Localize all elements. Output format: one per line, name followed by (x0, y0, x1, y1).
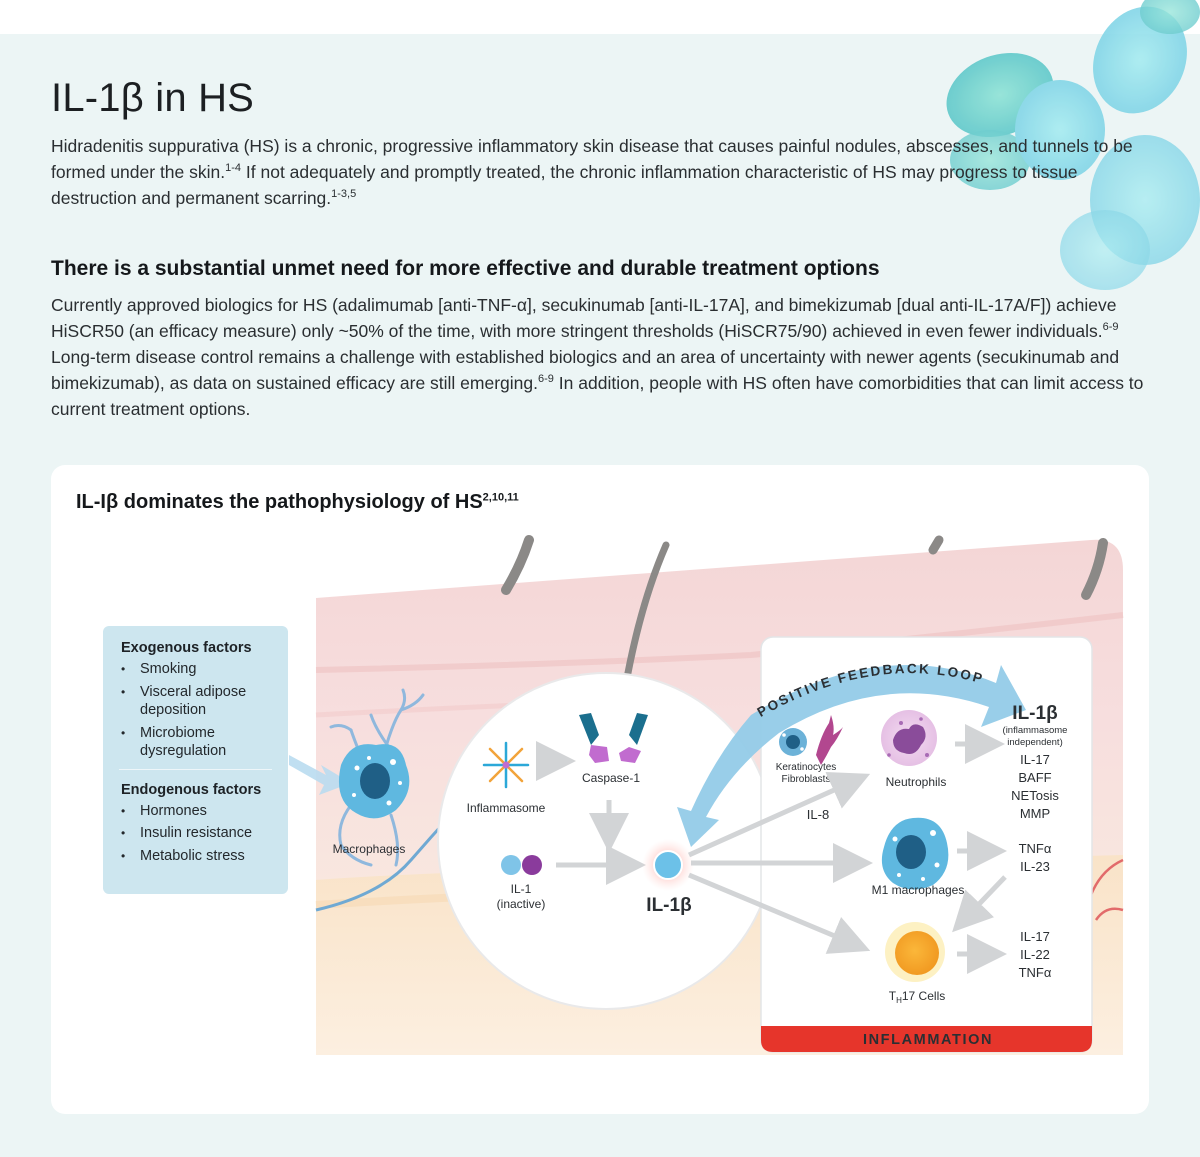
caspase-icon (579, 713, 648, 763)
macrophage-cell (338, 744, 410, 819)
factors-divider (119, 768, 272, 770)
m1-macrophages-label: M1 macrophages (872, 883, 965, 897)
keratinocyte-icon (779, 728, 807, 756)
unmet-ref-2: 6-9 (538, 373, 554, 386)
intro-ref-1: 1-4 (225, 162, 242, 175)
list-item: Smoking (121, 660, 270, 679)
page-title: IL-1β in HS (51, 76, 255, 120)
list-item: Hormones (121, 802, 270, 821)
antibody-illustration (946, 0, 1200, 290)
fibroblasts-label: Fibroblasts (782, 774, 831, 785)
unmet-ref-1: 6-9 (1102, 321, 1119, 334)
th17-label: TH17 Cells (889, 989, 945, 1005)
il8-label: IL-8 (807, 807, 829, 822)
figure-title-text: IL-Iβ dominates the pathophysiology of H… (76, 491, 483, 513)
inflammation-bar (761, 1026, 1092, 1052)
m1-output-1: TNFα (1019, 841, 1052, 856)
macrophages-label: Macrophages (333, 842, 406, 856)
keratinocytes-label: Keratinocytes (776, 762, 837, 773)
il1-inactive-label: (inactive) (497, 897, 546, 911)
unmet-need-paragraph: Currently approved biologics for HS (ada… (51, 292, 1151, 422)
figure-title: IL-Iβ dominates the pathophysiology of H… (76, 491, 519, 514)
inflammation-label: INFLAMMATION (863, 1032, 993, 1048)
pathophysiology-diagram: Macrophages Inflammasome Caspase-1 (289, 535, 1124, 1055)
m1-macrophage-cell (881, 817, 949, 890)
th17-output-3: TNFα (1019, 965, 1052, 980)
list-item: Visceral adipose deposition (121, 683, 270, 720)
unmet-need-heading: There is a substantial unmet need for mo… (51, 257, 880, 280)
unmet-text-1: Currently approved biologics for HS (ada… (51, 295, 1117, 341)
list-item: Insulin resistance (121, 824, 270, 843)
il1b-center-label: IL-1β (646, 895, 691, 916)
il1-inactive-icon (501, 855, 542, 875)
unmet-text-3: In addition, people with HS often have c… (51, 373, 1144, 419)
il1b-note-line1: (inflammasome (1003, 725, 1068, 736)
inflammasome-label: Inflammasome (467, 801, 546, 815)
endogenous-factors-list: Hormones Insulin resistance Metabolic st… (121, 802, 270, 866)
th17-cell (885, 922, 945, 982)
m1-output-2: IL-23 (1020, 859, 1050, 874)
factors-to-macrophage-arrow (289, 755, 351, 795)
intro-ref-2: 1-3,5 (331, 188, 357, 201)
il1b-to-neutrophils-arrow (687, 772, 871, 858)
pathophysiology-figure-card: Macrophages Inflammasome Caspase-1 (51, 465, 1149, 1114)
th17-output-2: IL-22 (1020, 947, 1050, 962)
exogenous-factors-heading: Exogenous factors (121, 640, 252, 656)
neutrophils-label: Neutrophils (886, 775, 947, 789)
risk-factors-box: Exogenous factors Smoking Visceral adipo… (103, 626, 288, 894)
neutrophil-cell (881, 710, 937, 766)
feedback-loop-arrow (677, 665, 1026, 847)
il1b-note-line2: independent) (1007, 737, 1062, 748)
intro-paragraph: Hidradenitis suppurativa (HS) is a chron… (51, 133, 1141, 211)
caspase-label: Caspase-1 (582, 771, 640, 785)
exogenous-factors-list: Smoking Visceral adipose deposition Micr… (121, 660, 270, 761)
neutrophil-output-2: BAFF (1018, 770, 1051, 785)
intro-text-2: If not adequately and promptly treated, … (51, 162, 1078, 208)
list-item: Microbiome dysregulation (121, 724, 270, 761)
unmet-text-2: Long-term disease control remains a chal… (51, 347, 1120, 393)
il1b-cell (653, 850, 683, 880)
intro-text-1: Hidradenitis suppurativa (HS) is a chron… (51, 136, 1133, 182)
figure-title-ref: 2,10,11 (482, 491, 519, 504)
neutrophil-output-1: IL-17 (1020, 752, 1050, 767)
inflammasome-icon (482, 741, 530, 789)
il1b-right-label: IL-1β (1012, 703, 1057, 724)
list-item: Metabolic stress (121, 847, 270, 866)
endogenous-factors-heading: Endogenous factors (121, 781, 262, 798)
il1-label: IL-1 (511, 882, 532, 896)
il1b-to-th17-arrow (688, 872, 871, 954)
neutrophil-output-3: NETosis (1011, 788, 1059, 803)
m1-to-th17-arrow (952, 875, 1007, 933)
top-white-band (0, 0, 1200, 34)
th17-output-1: IL-17 (1020, 929, 1050, 944)
neutrophil-output-4: MMP (1020, 806, 1050, 821)
fibroblast-icon (816, 715, 843, 765)
